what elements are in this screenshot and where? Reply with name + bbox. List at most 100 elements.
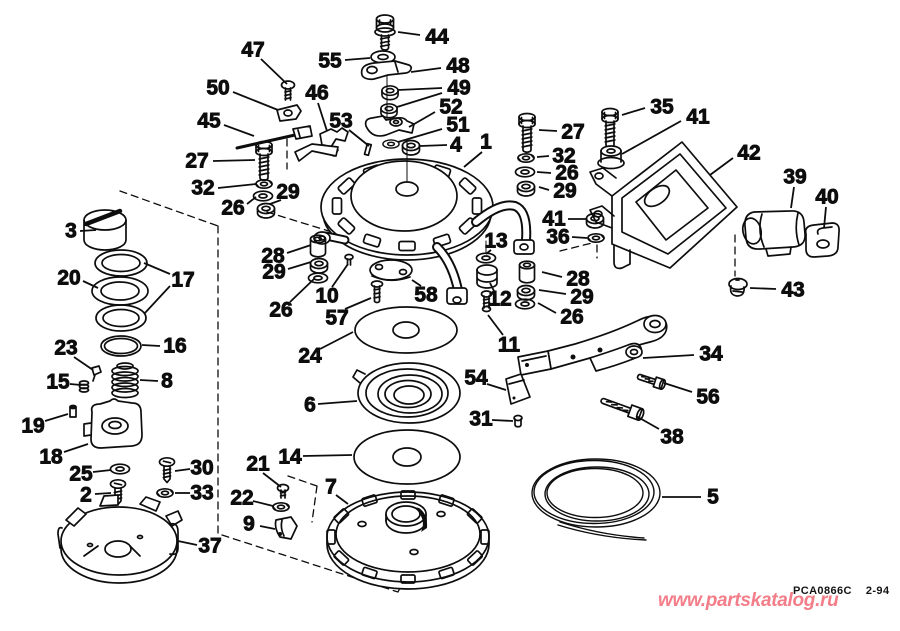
leader-line-39	[790, 186, 795, 209]
part-11-stud	[480, 290, 493, 313]
leader-line-13	[485, 249, 492, 255]
part-57-bolt	[370, 280, 384, 304]
leader-line-15	[69, 383, 82, 386]
leader-line-45	[223, 124, 255, 137]
leader-line-58	[411, 279, 422, 287]
leader-line-56	[663, 382, 693, 393]
leader-line-36	[571, 236, 588, 239]
part-label-5: 5	[707, 486, 719, 509]
part-label-46: 46	[305, 82, 328, 105]
leader-line-28	[286, 244, 312, 254]
part-label-34: 34	[699, 343, 723, 366]
leader-line-26	[537, 302, 557, 314]
part-32-lockwasher-left	[255, 178, 273, 190]
part-32-lockwasher-right	[517, 152, 535, 164]
leader-line-17	[143, 262, 171, 275]
part-17-seal-top	[94, 249, 148, 277]
leader-line-12	[489, 282, 495, 292]
leader-line-57	[344, 297, 372, 310]
part-label-11: 11	[498, 334, 521, 357]
leader-line-38	[635, 415, 660, 430]
leader-line-9	[259, 525, 276, 530]
leader-line-41	[621, 120, 682, 155]
part-label-1: 1	[480, 131, 492, 154]
part-16-o-ring	[100, 335, 142, 357]
leader-line-3	[79, 229, 97, 232]
part-label-21: 21	[246, 453, 270, 476]
part-34-mount-bracket	[517, 314, 668, 376]
part-23-pawl-pin	[91, 365, 102, 382]
leader-line-29	[538, 186, 550, 191]
part-29-nut-right	[516, 180, 536, 197]
part-7-starter-pulley	[326, 490, 490, 590]
part-42-bracket-housing	[589, 141, 738, 270]
part-label-25: 25	[69, 463, 93, 486]
leader-line-35	[621, 107, 646, 116]
part-label-26: 26	[221, 197, 244, 220]
leader-line-1	[463, 151, 483, 168]
leader-line-6	[317, 400, 358, 405]
leader-line-54	[486, 383, 507, 391]
part-30-screw	[158, 456, 176, 484]
part-label-4: 4	[450, 134, 462, 157]
part-37-starter-cup	[57, 494, 183, 584]
part-3-bushing	[83, 208, 127, 251]
leader-line-50	[232, 91, 279, 111]
leader-line-20	[82, 280, 99, 289]
part-label-44: 44	[425, 26, 449, 49]
part-label-17: 17	[171, 269, 194, 292]
part-label-56: 56	[696, 386, 719, 409]
part-label-10: 10	[315, 285, 338, 308]
part-44-bolt	[374, 14, 396, 51]
part-26-washer-left	[252, 190, 274, 202]
leader-line-16	[141, 344, 161, 347]
part-label-29: 29	[276, 181, 299, 204]
part-19-pin	[69, 404, 77, 418]
leader-line-29	[287, 261, 312, 270]
part-label-30: 30	[190, 457, 213, 480]
leader-line-10	[331, 263, 349, 288]
leader-line-18	[63, 443, 89, 453]
part-label-29: 29	[553, 180, 576, 203]
part-label-39: 39	[783, 166, 806, 189]
part-13-washer	[475, 252, 497, 264]
part-label-43: 43	[781, 279, 804, 302]
part-17-seal-bottom	[95, 304, 147, 332]
part-label-48: 48	[446, 55, 470, 78]
part-label-2: 2	[80, 484, 92, 507]
part-label-6: 6	[304, 394, 316, 417]
part-label-45: 45	[197, 110, 221, 133]
part-24-friction-disc	[354, 306, 458, 354]
part-58-plate	[369, 259, 413, 282]
part-10-screw	[344, 253, 354, 266]
part-label-50: 50	[206, 77, 229, 100]
leader-line-53	[348, 129, 370, 147]
leader-line-31	[491, 419, 514, 422]
part-20-seal	[91, 276, 149, 306]
part-label-26: 26	[269, 299, 292, 322]
part-38-bolt	[600, 397, 645, 422]
leader-line-24	[319, 331, 354, 350]
part-label-28: 28	[261, 245, 285, 268]
part-51-washer	[382, 139, 400, 149]
leader-line-46	[317, 102, 328, 132]
pulley-ratchet-teeth	[326, 490, 490, 584]
part-label-18: 18	[39, 446, 63, 469]
leader-line-22	[252, 500, 274, 507]
part-label-14: 14	[278, 446, 302, 469]
leader-line-29	[269, 199, 282, 205]
part-label-20: 20	[57, 267, 80, 290]
part-33-lockwasher	[156, 487, 174, 499]
part-48-lever	[360, 60, 412, 81]
part-label-37: 37	[198, 535, 221, 558]
doc-date: 2-94	[865, 585, 890, 597]
leader-line-25	[92, 469, 112, 473]
part-label-19: 19	[21, 415, 44, 438]
part-47-screw	[280, 80, 296, 101]
part-label-27: 27	[185, 150, 208, 173]
part-label-32: 32	[191, 177, 214, 200]
part-label-55: 55	[318, 50, 342, 73]
part-45-link-rod	[235, 125, 313, 150]
